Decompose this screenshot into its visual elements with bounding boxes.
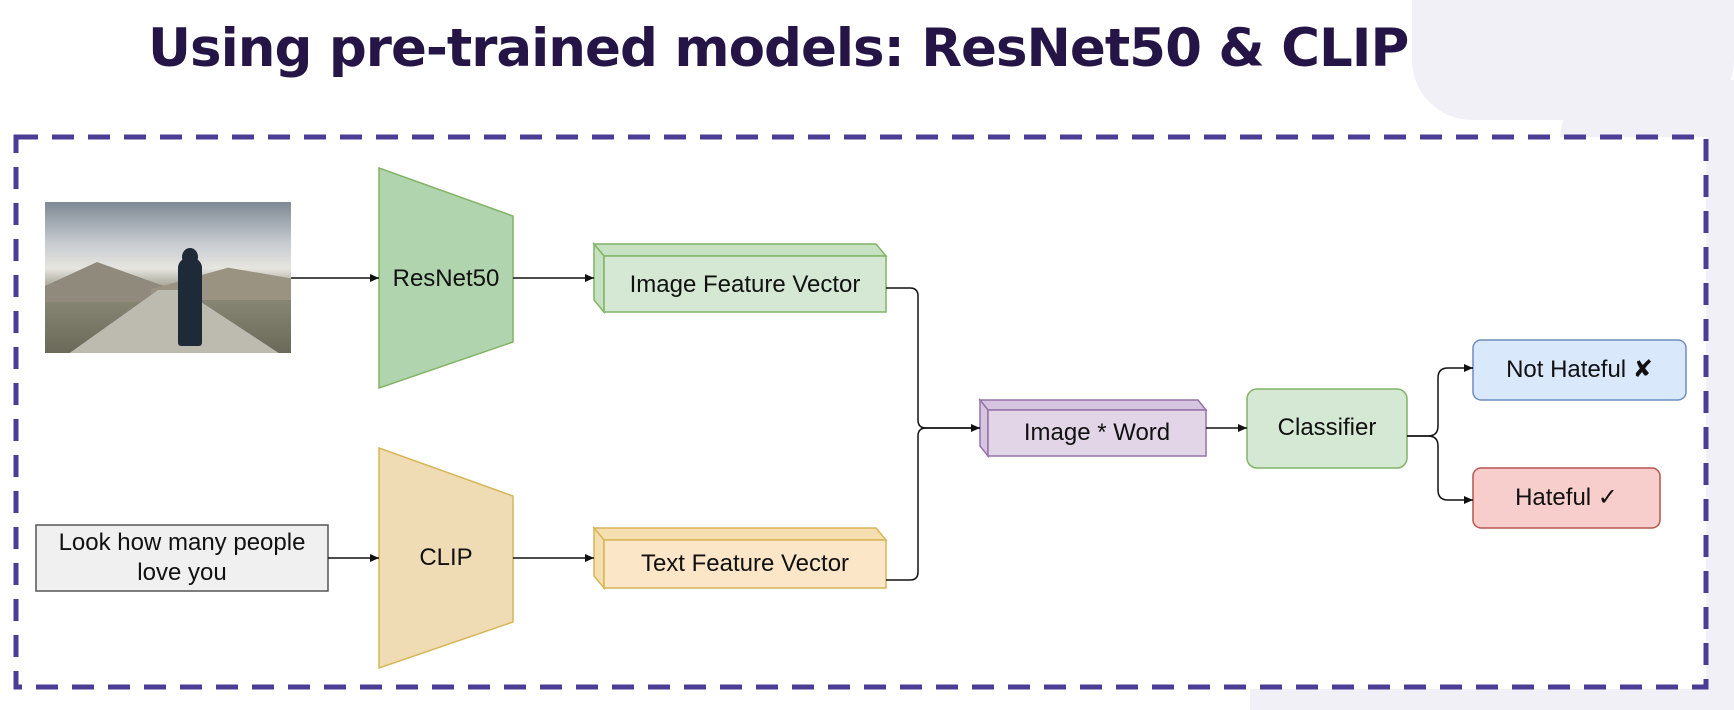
text-input-line-2: love you (137, 559, 227, 586)
text-input-line-1: Look how many people (58, 529, 306, 556)
resnet-label: ResNet50 (392, 265, 500, 292)
text-input-box (35, 524, 329, 592)
resnet-block-shape (378, 166, 514, 390)
fusion-box (978, 397, 1208, 459)
hateful-box (1472, 467, 1661, 529)
arrow-classifier-to-not-hateful (1407, 364, 1473, 437)
input-image-photo (45, 202, 291, 353)
image-feature-vector-box (592, 241, 888, 315)
text-feature-vector-label: Text Feature Vector (640, 550, 850, 577)
text-input-label: Look how many people love you (36, 526, 328, 590)
classifier-label: Classifier (1277, 414, 1377, 441)
slide-title: Using pre-trained models: ResNet50 & CLI… (148, 18, 1409, 79)
not-hateful-box (1472, 339, 1687, 401)
image-feature-vector-label: Image Feature Vector (629, 271, 861, 298)
clip-block-shape (378, 446, 514, 670)
text-feature-vector-box (592, 525, 888, 591)
hateful-label: Hateful ✓ (1515, 484, 1618, 511)
arrow-image-vector-to-fusion (886, 287, 980, 432)
diagram-frame-background (16, 137, 1706, 689)
arrow-text-vector-to-fusion (886, 427, 980, 581)
dashed-frame (13, 134, 1709, 690)
arrow-classifier-to-hateful (1407, 435, 1473, 504)
fusion-label: Image * Word (1023, 419, 1171, 446)
not-hateful-label: Not Hateful ✘ (1506, 356, 1653, 383)
clip-label: CLIP (419, 544, 473, 571)
